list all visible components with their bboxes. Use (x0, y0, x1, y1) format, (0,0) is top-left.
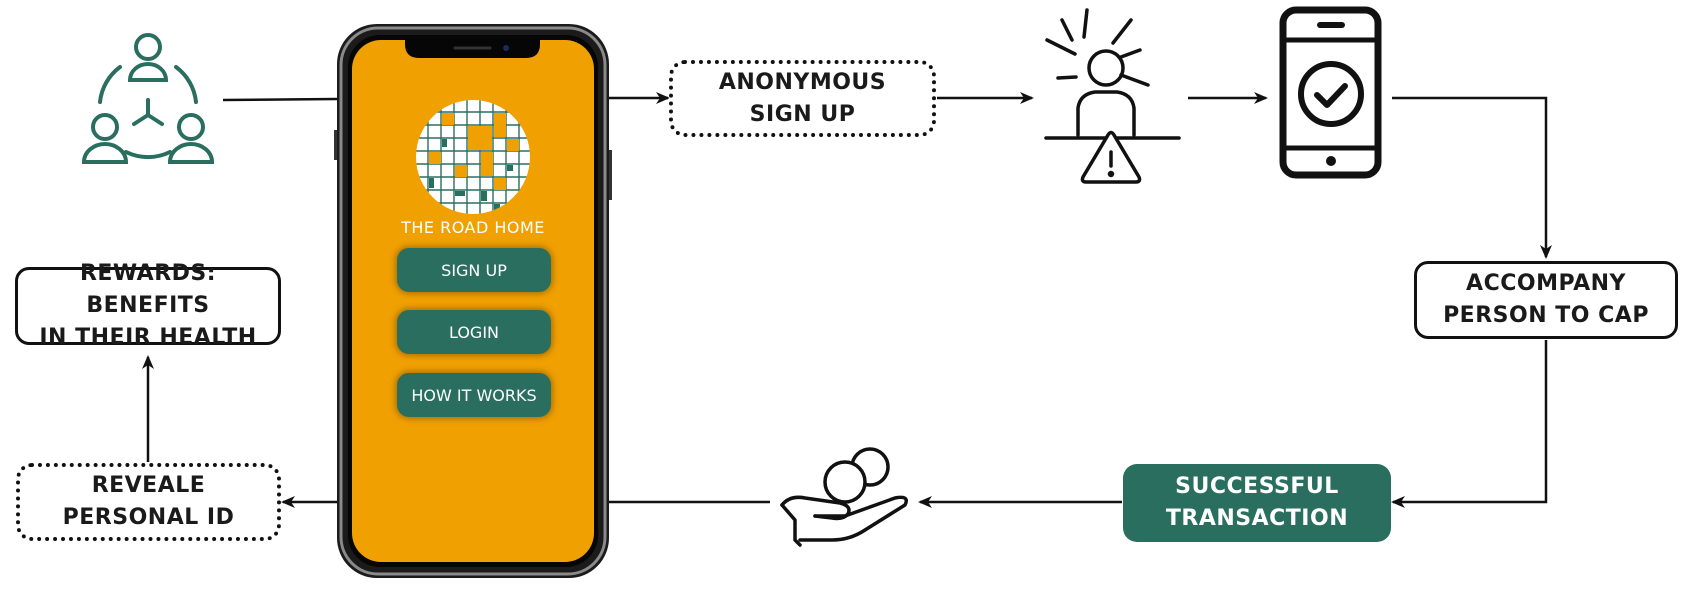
people-network-icon (81, 33, 215, 164)
node-rewards: REWARDS: BENEFITS IN THEIR HEALTH (15, 261, 281, 350)
sign-up-button[interactable]: SIGN UP (397, 248, 551, 292)
node-label-line: PERSONAL ID (62, 505, 235, 530)
node-label-line: ACCOMPANY (1466, 271, 1626, 296)
node-label-line: PERSON TO CAP (1443, 303, 1649, 328)
connector-community-phone (222, 97, 338, 102)
node-label-line: ANONYMOUS (718, 69, 887, 95)
app-logo-map (416, 100, 530, 214)
node-label-line: TRANSACTION (1165, 506, 1349, 531)
node-label-line: SUCCESSFUL (1175, 474, 1339, 499)
arrow-phone-check-to-accompany (1392, 96, 1552, 259)
phone-frame (334, 24, 612, 578)
hand-coins-icon (780, 447, 908, 547)
node-reveal-personal-id: REVEALE PERSONAL ID (16, 463, 281, 541)
node-anonymous-sign-up: ANONYMOUS SIGN UP (669, 60, 936, 137)
node-label-line: REVEALE (91, 473, 206, 498)
node-label-line: IN THEIR HEALTH (39, 325, 257, 350)
connectors (142, 92, 1552, 508)
login-button[interactable]: LOGIN (397, 310, 551, 354)
app-screen-content: THE ROAD HOME SIGN UP LOGIN HOW IT WORKS (352, 40, 594, 562)
node-label-line: REWARDS: BENEFITS (79, 261, 217, 318)
app-title: THE ROAD HOME (401, 218, 545, 237)
person-alert-icon (1044, 8, 1181, 184)
app-screen (352, 40, 594, 562)
how-it-works-button[interactable]: HOW IT WORKS (397, 373, 551, 417)
node-successful-transaction: SUCCESSFUL TRANSACTION (1123, 464, 1391, 542)
node-label-line: SIGN UP (749, 101, 856, 127)
node-accompany-person: ACCOMPANY PERSON TO CAP (1414, 261, 1678, 339)
phone-check-icon (1279, 6, 1382, 179)
arrow-accompany-to-transaction (1391, 340, 1548, 508)
